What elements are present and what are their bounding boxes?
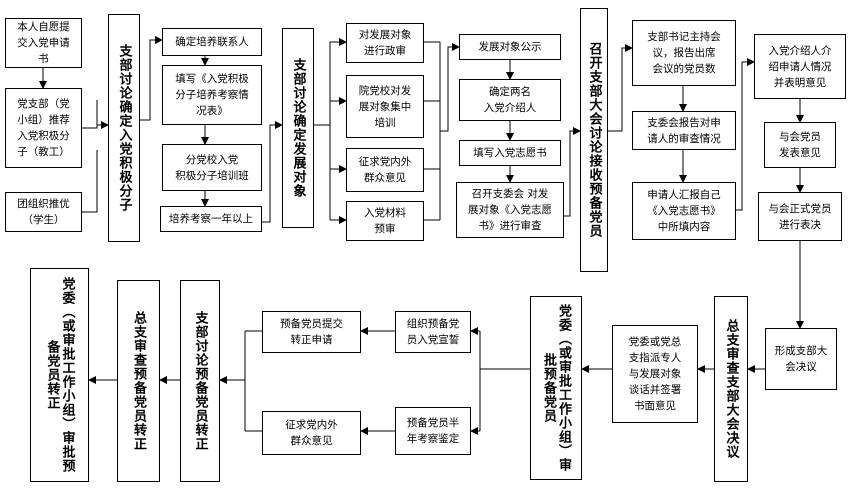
contact-box: 确定培养联系人 [162, 28, 262, 56]
activist-title: 支部讨论确定入党积极分子 [116, 44, 132, 212]
branch-recommend-box: 党支部（党 小组）推荐 入党积极分 子（教工） [5, 88, 82, 168]
resolution-box: 形成支部大 会决议 [765, 328, 837, 390]
branch-discuss-full-box: 支部讨论预备党员转正 [180, 280, 220, 482]
general-review-full-title: 总支审查预备党员转正 [131, 311, 146, 451]
meeting-title-box: 召开支部大会讨论接收预备党员 [580, 8, 608, 272]
fill-book-box: 填写《入党积极 分子培养考察情 况表》 [162, 65, 262, 125]
develop-title: 支部讨论确定发展对象 [290, 58, 306, 198]
fill-will-box: 填写入党志愿书 [459, 140, 561, 166]
introducers-box: 确定两名 入党介绍人 [459, 79, 561, 121]
opinions-box: 征求党内外 群众意见 [346, 148, 424, 192]
apply-full-box: 预备党员提交 转正申请 [262, 311, 361, 353]
applicant-report-box: 申请人汇报自己 《入党志愿书》 中所填内容 [632, 182, 736, 240]
opinions2-box: 征求党内外 群众意见 [262, 411, 361, 455]
arrow-meeting-to-host [608, 44, 633, 132]
general-review-meeting-box: 总支审查支部大会决议 [714, 296, 748, 482]
arrow-activist-to-contact [140, 36, 163, 121]
connector-league-to-activist [82, 150, 98, 213]
school-training-box: 院党校对发 展对象集中 培训 [346, 75, 424, 138]
members-opinion-box: 与会党员 发表意见 [764, 122, 836, 168]
branch-discuss-full-title: 支部讨论预备党员转正 [192, 311, 208, 451]
meeting-title: 召开支部大会讨论接收预备党员 [586, 42, 602, 238]
self-apply-box: 本人自愿提 交入党申请 书 [5, 18, 82, 68]
talk-box: 党委或党总 支指派专人 与发展对象 谈话并签署 书面意见 [612, 325, 698, 423]
committee-approve-probation-box: 党委（或审批工作小组）审批预备党员 [530, 296, 582, 480]
arrow-to-publicity [440, 43, 460, 132]
vote-box: 与会正式党员 进行表决 [758, 192, 842, 241]
training-box: 分党校入党 积极分子培训班 [162, 144, 262, 191]
arrow-applicant-to-introducer [736, 58, 755, 211]
committee-approve-full-title: 党委（或审批工作小组）审批预备党员转正 [44, 277, 75, 473]
arrow-period-to-develop [262, 121, 283, 223]
develop-title-box: 支部讨论确定发展对象 [282, 28, 314, 228]
committee-approve-full-box: 党委（或审批工作小组）审批预备党员转正 [30, 268, 89, 482]
arrow-review-to-meeting [564, 127, 581, 217]
league-recommend-box: 团组织推优 （学生） [5, 192, 82, 232]
activist-title-box: 支部讨论确定入党积极分子 [108, 14, 140, 242]
review-will-box: 召开支委会 对发 展对象《入党志愿 书》进行审查 [456, 182, 564, 238]
introducer-explain-box: 入党介绍人介 绍申请人情况 并表明意见 [754, 34, 846, 99]
publicity-box: 发展对象公示 [459, 34, 561, 60]
materials-box: 入党材料 预审 [346, 201, 424, 241]
period-box: 培养考察一年以上 [160, 206, 262, 232]
connector-recommend-to-activist [82, 100, 98, 129]
committee-approve-probation-title: 党委（或审批工作小组）审批预备党员 [541, 304, 571, 472]
general-review-meeting-title: 总支审查支部大会决议 [723, 319, 739, 459]
political-review-box: 对发展对象 进行政审 [346, 23, 424, 63]
oath-box: 组织预备党 员入党宣誓 [395, 311, 471, 353]
half-year-box: 预备党员半 年考察鉴定 [395, 407, 471, 455]
committee-report-box: 支委会报告对申 请人的审查情况 [632, 111, 736, 150]
host-box: 支部书记主持会 议，报告出席 会议的党员数 [632, 20, 736, 86]
general-review-full-box: 总支审查预备党员转正 [117, 280, 160, 482]
